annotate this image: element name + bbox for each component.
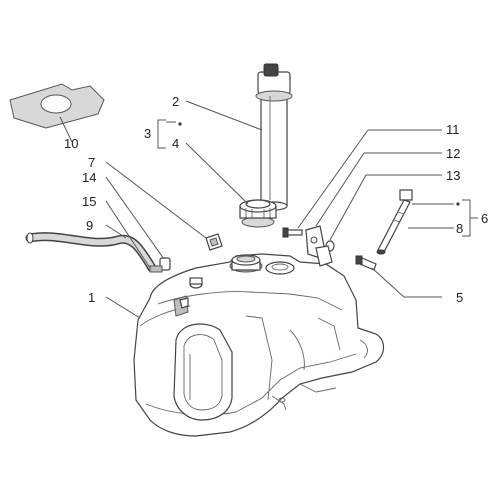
callout-9: 9 <box>86 218 93 233</box>
callout-6: 6 <box>481 211 488 226</box>
callout-1: 1 <box>88 290 95 305</box>
callout-3: 3 <box>144 126 151 141</box>
callout-8: 8 <box>456 221 463 236</box>
part-7-clip <box>205 233 223 251</box>
callout-15: 15 <box>82 194 96 209</box>
callout-11: 11 <box>446 122 460 137</box>
part-5-drain-screw <box>355 255 377 271</box>
leader-lines <box>59 100 478 319</box>
callout-labels: 2 3 4 10 7 14 15 9 1 11 12 13 6 8 5 <box>64 94 488 305</box>
part-9-breather-hose <box>25 232 157 273</box>
callout-10: 10 <box>64 136 78 151</box>
part-11-bolt <box>282 227 303 238</box>
callout-7: 7 <box>88 155 95 170</box>
part-6-fuel-probe <box>376 189 413 255</box>
part-10-gasket-plate <box>9 83 105 129</box>
callout-4: 4 <box>172 136 179 151</box>
part-4-filler-cap <box>239 199 277 228</box>
callout-12: 12 <box>446 146 460 161</box>
part-2-fuel-sender <box>255 63 293 211</box>
callout-2: 2 <box>172 94 179 109</box>
callout-5: 5 <box>456 290 463 305</box>
callout-13: 13 <box>446 168 460 183</box>
callout-14: 14 <box>82 170 96 185</box>
part-1-fuel-tank <box>133 245 385 437</box>
part-15-fitting <box>149 265 163 273</box>
